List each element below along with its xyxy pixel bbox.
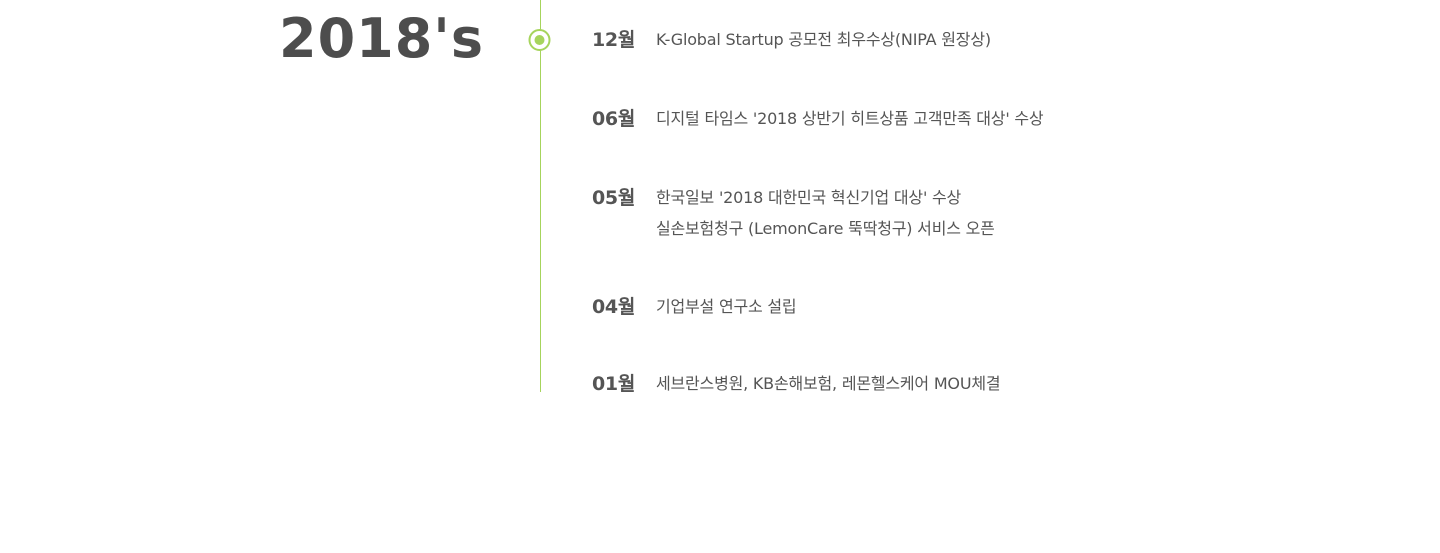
timeline-entry-12: 12월 K-Global Startup 공모전 최우수상(NIPA 원장상): [592, 27, 991, 58]
entry-events: 기업부설 연구소 설립: [656, 294, 797, 325]
entry-month: 01월: [592, 373, 636, 395]
entry-events: 세브란스병원, KB손해보험, 레몬헬스케어 MOU체결: [656, 371, 1001, 402]
entry-month: 06월: [592, 108, 636, 130]
year-heading: 2018's: [279, 7, 484, 70]
entry-event: 세브란스병원, KB손해보험, 레몬헬스케어 MOU체결: [656, 374, 1001, 393]
entry-month: 04월: [592, 296, 636, 318]
entry-event: 디지털 타임스 '2018 상반기 히트상품 고객만족 대상' 수상: [656, 109, 1044, 128]
entry-events: K-Global Startup 공모전 최우수상(NIPA 원장상): [656, 27, 991, 58]
entry-month: 05월: [592, 187, 636, 209]
timeline-entry-01: 01월 세브란스병원, KB손해보험, 레몬헬스케어 MOU체결: [592, 371, 1001, 402]
entry-event: 실손보험청구 (LemonCare 뚝딱청구) 서비스 오픈: [656, 219, 995, 238]
timeline-line: [540, 0, 541, 392]
timeline-dot-icon: [528, 29, 551, 51]
entry-event: K-Global Startup 공모전 최우수상(NIPA 원장상): [656, 30, 991, 49]
timeline-entry-05: 05월 한국일보 '2018 대한민국 혁신기업 대상' 수상 실손보험청구 (…: [592, 185, 995, 247]
entry-event: 한국일보 '2018 대한민국 혁신기업 대상' 수상: [656, 188, 962, 207]
timeline-entry-06: 06월 디지털 타임스 '2018 상반기 히트상품 고객만족 대상' 수상: [592, 106, 1044, 137]
entry-events: 디지털 타임스 '2018 상반기 히트상품 고객만족 대상' 수상: [656, 106, 1044, 137]
entry-event: 기업부설 연구소 설립: [656, 297, 797, 316]
entry-events: 한국일보 '2018 대한민국 혁신기업 대상' 수상 실손보험청구 (Lemo…: [656, 185, 995, 247]
entry-month: 12월: [592, 29, 636, 51]
timeline-entry-04: 04월 기업부설 연구소 설립: [592, 294, 797, 325]
